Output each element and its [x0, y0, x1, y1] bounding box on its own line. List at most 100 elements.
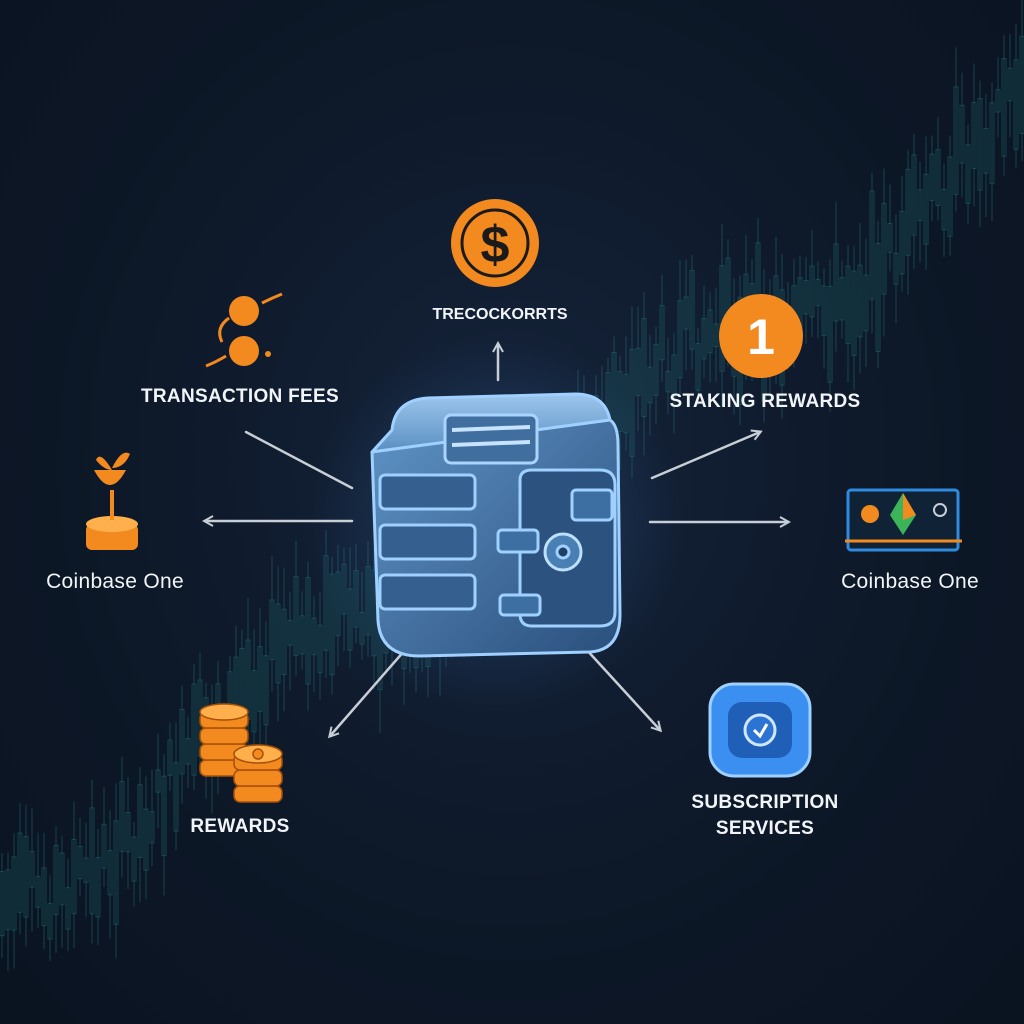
candle-body	[665, 370, 671, 393]
candle-body	[893, 252, 899, 285]
candle-body	[635, 347, 641, 396]
arrow-to-subscription-services	[583, 646, 660, 730]
candle-body	[311, 617, 317, 656]
candle-body	[287, 620, 293, 646]
candle-body	[995, 89, 1001, 113]
candle-body	[917, 189, 923, 222]
candle-body	[851, 270, 857, 356]
candle-body	[875, 243, 881, 353]
flow-arrows	[205, 344, 788, 736]
candle-body	[983, 127, 989, 174]
candle-body	[17, 832, 23, 913]
candle-body	[179, 708, 185, 775]
card-screen-icon	[845, 488, 962, 552]
candle-body	[1013, 59, 1019, 150]
candle-body	[659, 305, 665, 361]
candle-body	[1007, 67, 1013, 102]
candle-body	[1001, 58, 1007, 157]
candle-body	[647, 366, 653, 404]
candle-body	[911, 154, 917, 236]
subscription-app-icon	[708, 682, 812, 778]
node-label-subscription-line-1: SUBSCRIPTION	[691, 792, 839, 813]
candle-body	[701, 318, 707, 360]
candle-body	[929, 153, 935, 201]
candle-body	[881, 202, 887, 295]
candle-body	[113, 820, 119, 925]
candle-body	[77, 845, 83, 880]
candle-body	[263, 655, 269, 726]
staking-badge-number: 1	[747, 309, 775, 365]
candle-body	[923, 173, 929, 245]
candle-body	[857, 264, 863, 338]
candle-body	[65, 887, 71, 930]
candle-body	[827, 285, 833, 383]
candle-body	[83, 857, 89, 883]
candle-body	[845, 265, 851, 345]
candle-body	[11, 856, 17, 931]
node-label-rewards: REWARDS	[190, 816, 290, 837]
candle-body	[107, 850, 113, 896]
candle-body	[839, 277, 845, 321]
candle-body	[977, 97, 983, 191]
candle-body	[143, 808, 149, 871]
coin-exchange-icon	[205, 292, 283, 368]
candle-body	[53, 844, 59, 916]
candle-body	[695, 343, 701, 391]
candle-body	[317, 624, 323, 674]
candle-body	[869, 190, 875, 300]
candle-body	[0, 871, 5, 937]
candle-body	[293, 575, 299, 657]
candle-body	[953, 86, 959, 195]
candle-body	[815, 278, 821, 307]
node-label-staking-rewards: STAKING REWARDS	[669, 391, 861, 412]
candle-body	[671, 354, 677, 398]
candle-body	[959, 104, 965, 164]
vault-icon	[370, 392, 622, 658]
candle-body	[35, 875, 41, 908]
candle-body	[689, 269, 695, 350]
candle-body	[305, 577, 311, 685]
candle-body	[809, 265, 815, 318]
candle-body	[683, 296, 689, 330]
candle-body	[899, 210, 905, 275]
candle-body	[251, 670, 257, 733]
candle-body	[941, 188, 947, 231]
candle-body	[47, 903, 53, 940]
coin-stack-icon	[199, 703, 283, 803]
candle-body	[41, 867, 47, 927]
arrow-from-transaction-fees	[244, 430, 354, 490]
node-label-subscription-line-2: SERVICES	[715, 818, 815, 839]
candle-body	[137, 784, 143, 859]
candle-body	[155, 769, 161, 793]
arrow-to-rewards	[330, 648, 407, 736]
candle-body	[887, 223, 893, 253]
candle-body	[23, 836, 29, 918]
candle-body	[185, 737, 191, 765]
candle-body	[299, 615, 305, 655]
candle-body	[95, 856, 101, 918]
candle-body	[947, 156, 953, 237]
candle-body	[101, 823, 107, 869]
candle-body	[713, 323, 719, 348]
candle-body	[275, 603, 281, 684]
node-label-transaction-fees: TRANSACTION FEES	[141, 386, 339, 407]
candle-body	[161, 775, 167, 857]
candle-body	[5, 869, 11, 931]
candle-body	[191, 683, 197, 776]
candle-body	[269, 599, 275, 661]
candle-body	[677, 300, 683, 379]
candle-body	[989, 102, 995, 185]
candle-body	[1019, 35, 1024, 134]
node-label-coinbase-one-right: Coinbase One	[841, 570, 979, 593]
candle-body	[707, 309, 713, 354]
candle-body	[119, 780, 125, 852]
candle-body	[965, 144, 971, 204]
node-label-subscription-services: SUBSCRIPTION SERVICES	[660, 790, 870, 842]
number-one-badge-icon: 1	[719, 294, 803, 378]
candle-body	[29, 850, 35, 888]
node-label-top: TRECOCKORRTS	[432, 306, 568, 323]
candle-body	[803, 280, 809, 315]
dollar-coin-icon: $	[451, 199, 539, 287]
candle-body	[905, 168, 911, 256]
